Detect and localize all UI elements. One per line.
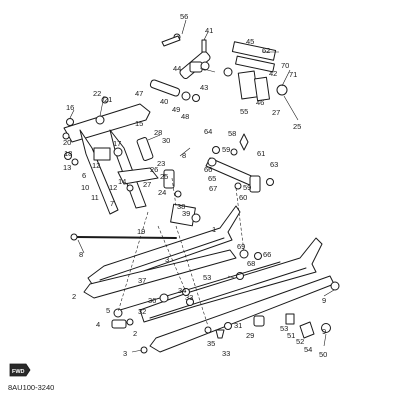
callout-19: 19 [137, 227, 145, 236]
callout-48: 48 [181, 112, 189, 121]
callout-29: 29 [246, 331, 254, 340]
callout-63: 63 [270, 160, 278, 169]
callout-30: 30 [162, 136, 170, 145]
callout-60: 60 [239, 193, 247, 202]
callout-65: 65 [208, 174, 216, 183]
leader-lines [69, 19, 335, 353]
callout-37: 37 [138, 276, 146, 285]
lower-runners [83, 249, 335, 353]
callout-35: 35 [207, 339, 215, 348]
callout-54: 54 [304, 345, 312, 354]
callout-69: 69 [237, 242, 245, 251]
callout-12-upper: 12 [92, 161, 100, 170]
callout-27-middle: 27 [143, 180, 151, 189]
callout-1: 1 [212, 225, 216, 234]
callout-34: 34 [178, 286, 186, 295]
callout-53-upper: 53 [203, 273, 211, 282]
callout-9-lower: 9 [322, 327, 326, 336]
callout-59-upper: 59 [222, 145, 230, 154]
callout-43: 43 [200, 83, 208, 92]
callout-10: 10 [81, 183, 89, 192]
callout-16: 16 [66, 103, 74, 112]
forward-badge-text: FWD [12, 369, 25, 375]
callout-66-upper: 66 [204, 165, 212, 174]
callout-58: 58 [228, 129, 236, 138]
callout-36: 36 [148, 296, 156, 305]
callout-8-upper: 8 [182, 151, 186, 160]
callout-62: 62 [262, 46, 270, 55]
callout-2-lower: 2 [133, 329, 137, 338]
callout-27-upper: 27 [272, 108, 280, 117]
callout-44: 44 [173, 64, 181, 73]
callout-25-middle: 25 [160, 172, 168, 181]
callout-51: 51 [287, 331, 295, 340]
callout-5: 5 [106, 306, 110, 315]
callout-9-upper: 9 [322, 296, 326, 305]
callout-66-lower: 66 [263, 250, 271, 259]
callout-56: 56 [180, 12, 188, 21]
callout-12-lower: 12 [109, 183, 117, 192]
callout-49: 49 [172, 105, 180, 114]
front-arm-assembly [223, 41, 288, 102]
callout-20: 20 [63, 138, 71, 147]
callout-45: 45 [246, 37, 254, 46]
callout-53-lower: 53 [280, 324, 288, 333]
callout-71: 71 [289, 70, 297, 79]
long-rod [70, 233, 177, 241]
callout-46: 46 [256, 98, 264, 107]
callout-52: 52 [296, 337, 304, 346]
callout-26: 26 [150, 165, 158, 174]
callout-50: 50 [319, 350, 327, 359]
callout-14: 14 [118, 177, 126, 186]
callout-31: 31 [234, 321, 242, 330]
callout-13: 13 [63, 163, 71, 172]
callout-24: 24 [158, 188, 166, 197]
callout-42: 42 [269, 69, 277, 78]
diagram-code: 8AU100-3240 [8, 383, 55, 392]
callout-39: 39 [182, 209, 190, 218]
callout-2-upper: 2 [72, 292, 76, 301]
callout-59-lower: 59 [243, 183, 251, 192]
callout-22: 22 [93, 89, 101, 98]
callout-28: 28 [154, 128, 162, 137]
callout-67: 67 [209, 184, 217, 193]
callout-7: 7 [110, 199, 114, 208]
callout-32: 32 [138, 307, 146, 316]
callout-55: 55 [240, 107, 248, 116]
callout-38: 38 [177, 202, 185, 211]
callout-labels: 56 41 45 62 44 42 70 71 43 47 40 49 48 5… [63, 12, 327, 359]
rear-arm-assembly [62, 96, 201, 227]
callout-25-upper: 25 [293, 122, 301, 131]
callout-64: 64 [204, 127, 212, 136]
callout-33-upper: 33 [185, 293, 193, 302]
callout-40: 40 [160, 97, 168, 106]
callout-8-lower: 8 [79, 250, 83, 259]
callout-47: 47 [135, 89, 143, 98]
callout-33-lower: 33 [222, 349, 230, 358]
callout-17: 17 [113, 139, 121, 148]
callout-68: 68 [247, 259, 255, 268]
callout-6: 6 [82, 171, 86, 180]
callout-18: 18 [64, 149, 72, 158]
callout-23: 23 [157, 159, 165, 168]
callout-3-lower: 3 [123, 349, 127, 358]
callout-61: 61 [257, 149, 265, 158]
forward-direction-badge: FWD [9, 363, 31, 377]
callout-11: 11 [91, 193, 99, 202]
callout-41: 41 [205, 26, 213, 35]
shock-absorber [149, 33, 211, 102]
callout-15: 15 [135, 119, 143, 128]
rear-linkage [205, 133, 274, 193]
callout-21: 21 [104, 95, 112, 104]
callout-3-upper: 3 [165, 255, 169, 264]
callout-70: 70 [281, 61, 289, 70]
callout-4: 4 [96, 320, 100, 329]
